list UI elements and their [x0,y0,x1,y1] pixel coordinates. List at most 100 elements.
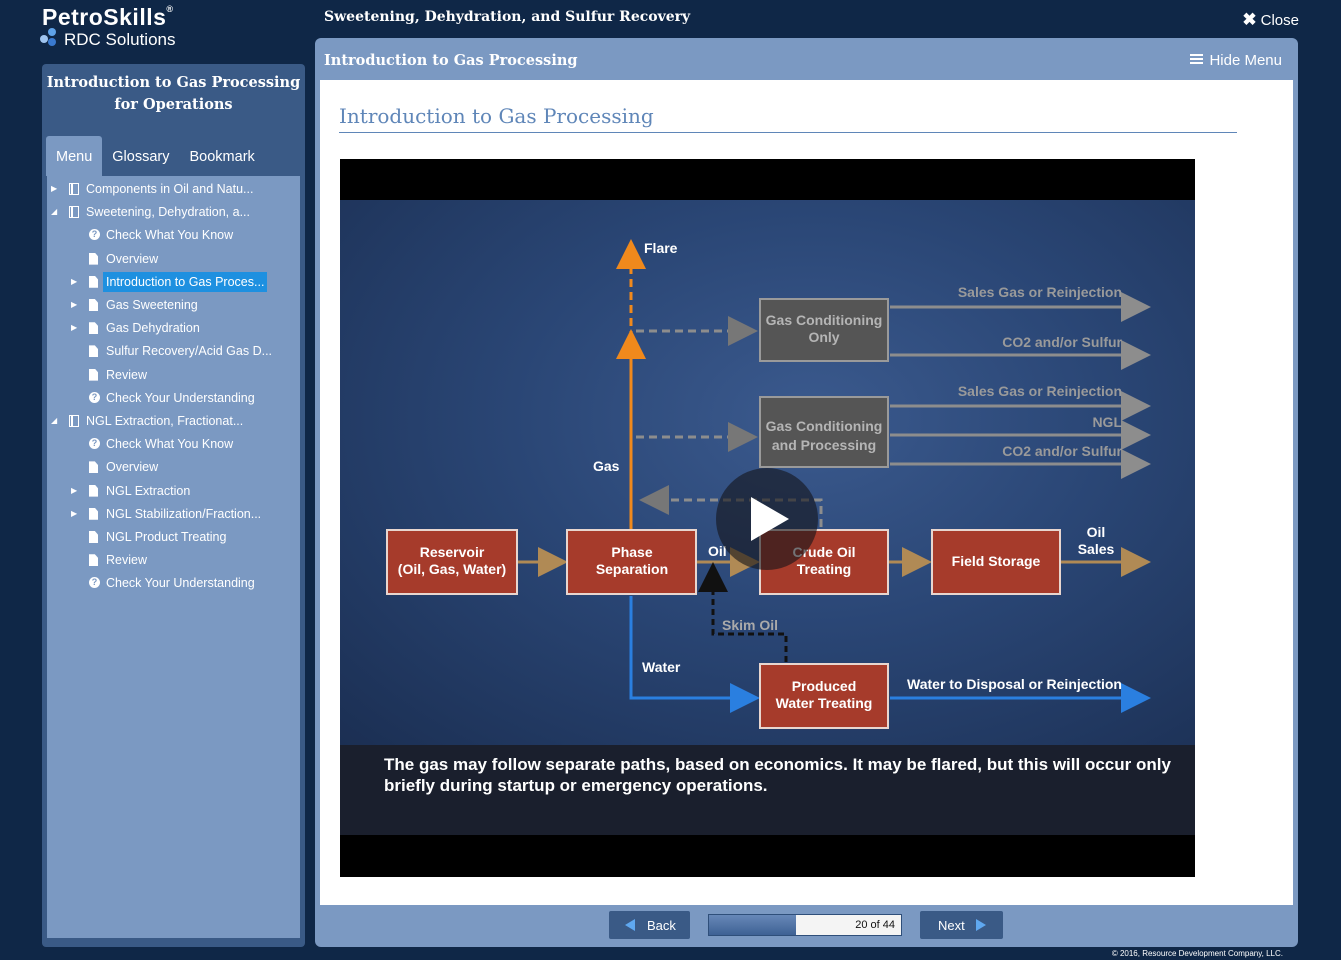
title-divider [339,132,1237,133]
menu-item-label: Review [106,553,147,568]
menu-item-label: Check Your Understanding [106,576,255,591]
tab-glossary[interactable]: Glossary [112,149,170,165]
skim-oil-label: Skim Oil [722,617,778,633]
menu-item[interactable]: ▶Introduction to Gas Proces... [47,271,300,292]
caret-expanded-icon[interactable]: ◢ [51,207,58,217]
close-icon: ✖ [1242,10,1257,29]
menu-item[interactable]: ▶ NGL Extraction [47,481,300,501]
menu-item[interactable]: Review [47,365,300,385]
progress-bar: 20 of 44 [708,914,902,936]
water-label: Water [642,659,681,675]
main-panel: Introduction to Gas Processing Hide Menu… [315,38,1298,947]
video-caption: The gas may follow separate paths, based… [384,755,1171,795]
caret-collapsed-icon[interactable]: ▶ [71,276,78,286]
brand-name: PetroSkills [42,4,167,30]
tab-bookmark[interactable]: Bookmark [189,149,255,165]
co2-label-2: CO2 and/or Sulfur [1002,443,1122,459]
next-arrow-icon [976,919,986,931]
gas-conditioning-processing-box [759,396,889,468]
video-player[interactable]: The gas may follow separate paths, based… [340,159,1195,877]
menu-item[interactable]: ▶Components in Oil and Natu... [47,179,300,199]
sidebar: Introduction to Gas Processing for Opera… [42,64,305,947]
produced-water-treating-box: Produced Water Treating [759,663,889,729]
menu-item-label: Gas Dehydration [106,321,200,336]
question-icon: ? [89,229,100,241]
skim-oil-line [698,562,788,662]
menu-item[interactable]: ? Check What You Know [47,434,300,454]
menu-item[interactable]: ▶ Gas Sweetening [47,295,300,315]
menu-item-label: Review [106,367,147,382]
menu-item[interactable]: Sulfur Recovery/Acid Gas D... [47,341,300,361]
brand-sub: RDC Solutions [64,30,176,49]
water-line [629,596,760,713]
caret-collapsed-icon[interactable]: ▶ [71,300,78,309]
sales-gas-label-1: Sales Gas or Reinjection [958,284,1122,300]
menu-item[interactable]: Overview [47,457,300,477]
phase-separation-box: Phase Separation [566,529,697,595]
menu-item[interactable]: ? Check Your Understanding [47,573,300,593]
menu-item-label: NGL Extraction [106,483,191,498]
menu-item[interactable]: ◢ NGL Extraction, Fractionat... [47,411,300,431]
sidebar-title: Introduction to Gas Processing for Opera… [46,74,301,113]
next-button[interactable]: Next [920,911,1003,939]
play-button[interactable] [716,468,818,570]
svg-text:Only: Only [808,329,839,345]
caret-collapsed-icon[interactable]: ▶ [71,485,78,495]
menu-item[interactable]: ◢ Sweetening, Dehydration, a... [47,202,300,222]
menu-item-label: Check What You Know [106,228,234,243]
menu-item[interactable]: ? Check Your Understanding [47,388,300,408]
menu-item[interactable]: ▶ Gas Dehydration [47,318,300,338]
course-title: Sweetening, Dehydration, and Sulfur Reco… [324,9,691,25]
question-icon: ? [89,438,100,450]
document-icon [89,531,98,543]
menu-item[interactable]: ? Check What You Know [47,225,300,245]
sales-gas-label-2: Sales Gas or Reinjection [958,383,1122,399]
back-button[interactable]: Back [609,911,690,939]
caret-collapsed-icon[interactable]: ▶ [71,508,78,518]
recycle-gas-line [639,485,823,527]
menu-item[interactable]: ▶NGL Stabilization/Fraction... [47,504,300,524]
svg-text:Gas Conditioning: Gas Conditioning [766,312,883,328]
svg-text:Gas Conditioning: Gas Conditioning [766,418,883,434]
menu-item-label: Sweetening, Dehydration, a... [86,205,250,220]
content-area: Introduction to Gas Processing The gas m… [320,80,1293,905]
menu-item-label: NGL Extraction, Fractionat... [86,414,244,428]
tab-menu[interactable]: Menu [46,136,103,176]
menu-item[interactable]: NGL Product Treating [47,527,300,547]
svg-text:Field Storage: Field Storage [952,553,1041,569]
process-flow-diagram: Flare Gas Gas Conditioning Only Gas Cond… [386,239,1151,729]
question-icon: ? [89,577,100,589]
ngl-label: NGL [1092,414,1122,430]
menu-item-label: Check Your Understanding [106,390,255,405]
caret-collapsed-icon[interactable]: ▶ [51,184,58,193]
gas-conditioning-only-box [759,298,889,362]
caret-collapsed-icon[interactable]: ▶ [71,323,78,333]
svg-text:Sales: Sales [1078,541,1115,557]
water-disposal-label: Water to Disposal or Reinjection [907,676,1122,692]
question-icon: ? [89,391,100,403]
play-icon [751,497,789,541]
document-icon [89,461,98,474]
svg-text:Oil: Oil [1087,524,1106,540]
back-arrow-icon [625,919,635,931]
hide-menu-button[interactable]: Hide Menu [1190,52,1282,69]
menu-tree: ▶Components in Oil and Natu... ◢ Sweetenin… [47,176,300,938]
menu-item[interactable]: Overview [47,249,300,269]
document-icon [89,368,98,381]
book-icon [69,415,79,427]
menu-item-label: Sulfur Recovery/Acid Gas D... [106,344,273,359]
svg-text:Water Treating: Water Treating [776,695,873,711]
document-icon [89,507,98,520]
svg-text:Reservoir: Reservoir [420,544,485,560]
close-button[interactable]: ✖Close [1242,10,1299,29]
menu-item-label: Overview [106,251,159,266]
caret-expanded-icon[interactable]: ◢ [51,416,58,425]
petroskills-logo: PetroSkills® RDC Solutions [40,4,242,54]
menu-item[interactable]: Review [47,550,300,570]
book-icon [69,206,79,219]
menu-item-label: Check What You Know [106,437,234,452]
svg-text:Separation: Separation [596,561,668,577]
book-icon [69,183,79,195]
menu-item-label: Gas Sweetening [106,298,198,312]
svg-text:and Processing: and Processing [772,437,876,453]
